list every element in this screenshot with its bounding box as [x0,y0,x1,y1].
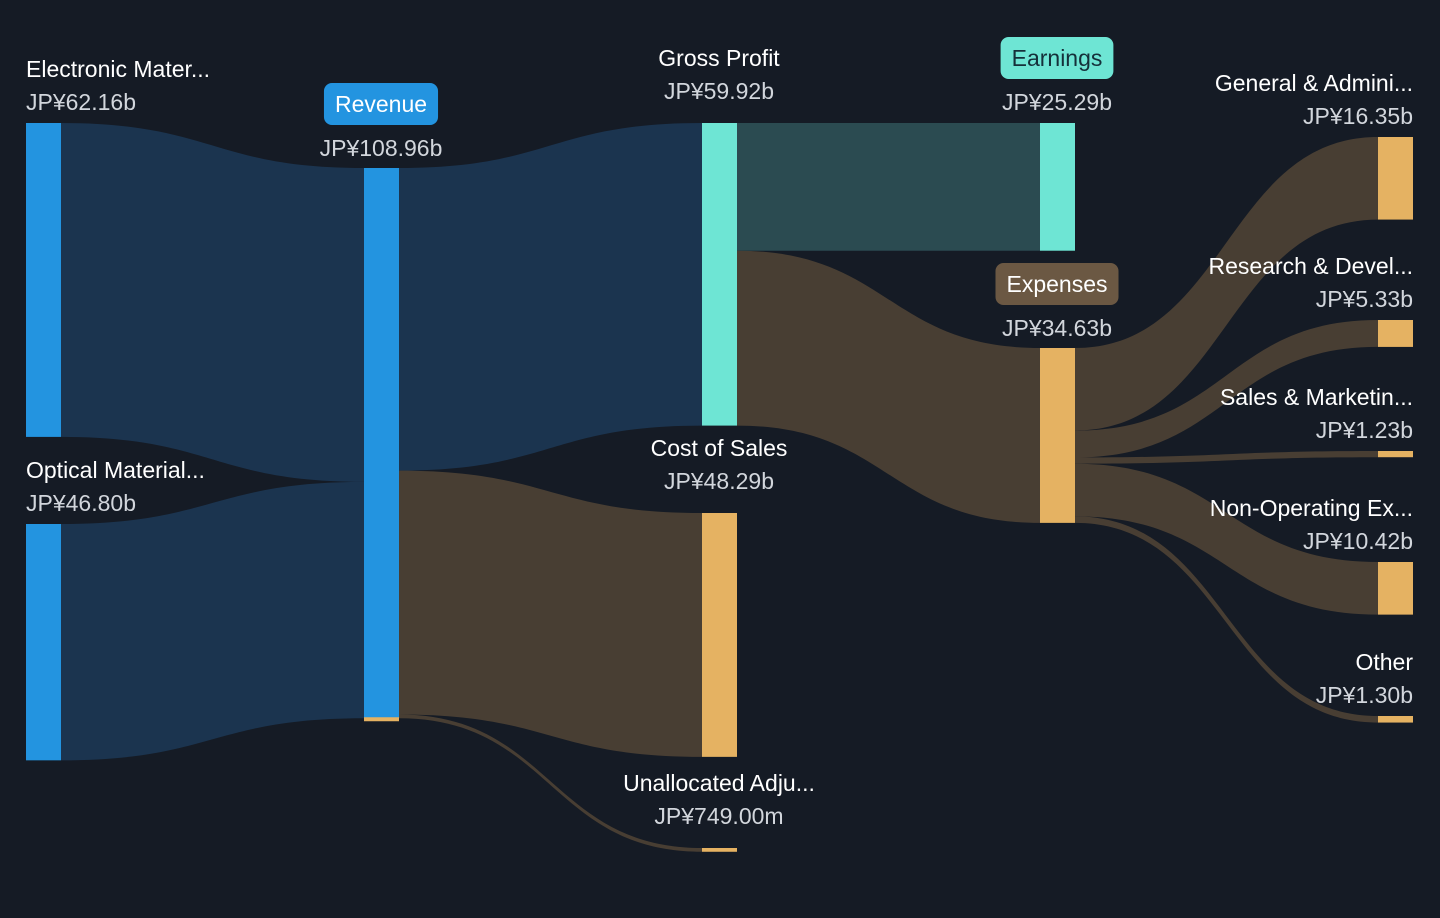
node-value-sales_mkt: JP¥1.23b [1316,417,1413,443]
node-value-cost_of_sales: JP¥48.29b [664,468,774,494]
node-label-unallocated: Unallocated Adju... [623,770,815,796]
node-bar-unallocated [702,848,737,852]
link-expenses-to-sales_mkt [1075,451,1378,464]
link-revenue-to-gross_profit [399,123,702,471]
node-label-other: Other [1355,649,1413,675]
node-badge-expenses [995,263,1119,305]
node-label-gen_admin: General & Admini... [1215,70,1413,96]
node-bar-revenue-unallocated-marker [364,717,399,722]
link-electronic-to-revenue [61,123,364,482]
nodes-layer [26,123,1413,852]
node-bar-expenses [1040,348,1075,523]
node-label-sales_mkt: Sales & Marketin... [1220,384,1413,410]
link-expenses-to-other [1075,516,1378,723]
node-value-optical: JP¥46.80b [26,490,136,516]
link-expenses-to-non_op [1075,463,1378,615]
node-bar-rnd [1378,320,1413,347]
node-label-non_op: Non-Operating Ex... [1210,495,1413,521]
node-value-non_op: JP¥10.42b [1303,528,1413,554]
node-badge-earnings [1000,37,1114,79]
node-label-electronic: Electronic Mater... [26,56,210,82]
node-value-earnings: JP¥25.29b [1002,89,1112,115]
node-bar-sales_mkt [1378,451,1413,458]
links-layer [61,123,1378,852]
link-gross_profit-to-earnings [737,123,1040,251]
link-revenue-to-unallocated [399,714,702,852]
node-bar-cost_of_sales [702,513,737,757]
link-expenses-to-gen_admin [1075,137,1378,431]
node-label-optical: Optical Material... [26,457,205,483]
node-value-gross_profit: JP¥59.92b [664,78,774,104]
node-label-revenue: Revenue [335,91,427,117]
node-value-other: JP¥1.30b [1316,682,1413,708]
node-value-gen_admin: JP¥16.35b [1303,103,1413,129]
node-bar-optical [26,524,61,761]
node-bar-earnings [1040,123,1075,251]
link-gross_profit-to-expenses [737,250,1040,523]
node-bar-other [1378,716,1413,723]
node-bar-electronic [26,123,61,437]
link-expenses-to-rnd [1075,320,1378,458]
node-label-gross_profit: Gross Profit [658,45,780,71]
link-optical-to-revenue [61,481,364,761]
node-value-unallocated: JP¥749.00m [654,803,783,829]
node-bar-gen_admin [1378,137,1413,220]
node-value-revenue: JP¥108.96b [320,135,443,161]
node-value-rnd: JP¥5.33b [1316,286,1413,312]
node-label-cost_of_sales: Cost of Sales [651,435,788,461]
node-label-rnd: Research & Devel... [1208,253,1413,279]
node-bar-gross_profit [702,123,737,426]
node-value-electronic: JP¥62.16b [26,89,136,115]
node-label-expenses: Expenses [1006,271,1107,297]
node-value-expenses: JP¥34.63b [1002,315,1112,341]
node-bar-non_op [1378,562,1413,615]
node-bar-revenue [364,168,399,719]
link-revenue-to-cost_of_sales [399,470,702,757]
node-badge-revenue [323,83,439,125]
node-label-earnings: Earnings [1012,45,1103,71]
